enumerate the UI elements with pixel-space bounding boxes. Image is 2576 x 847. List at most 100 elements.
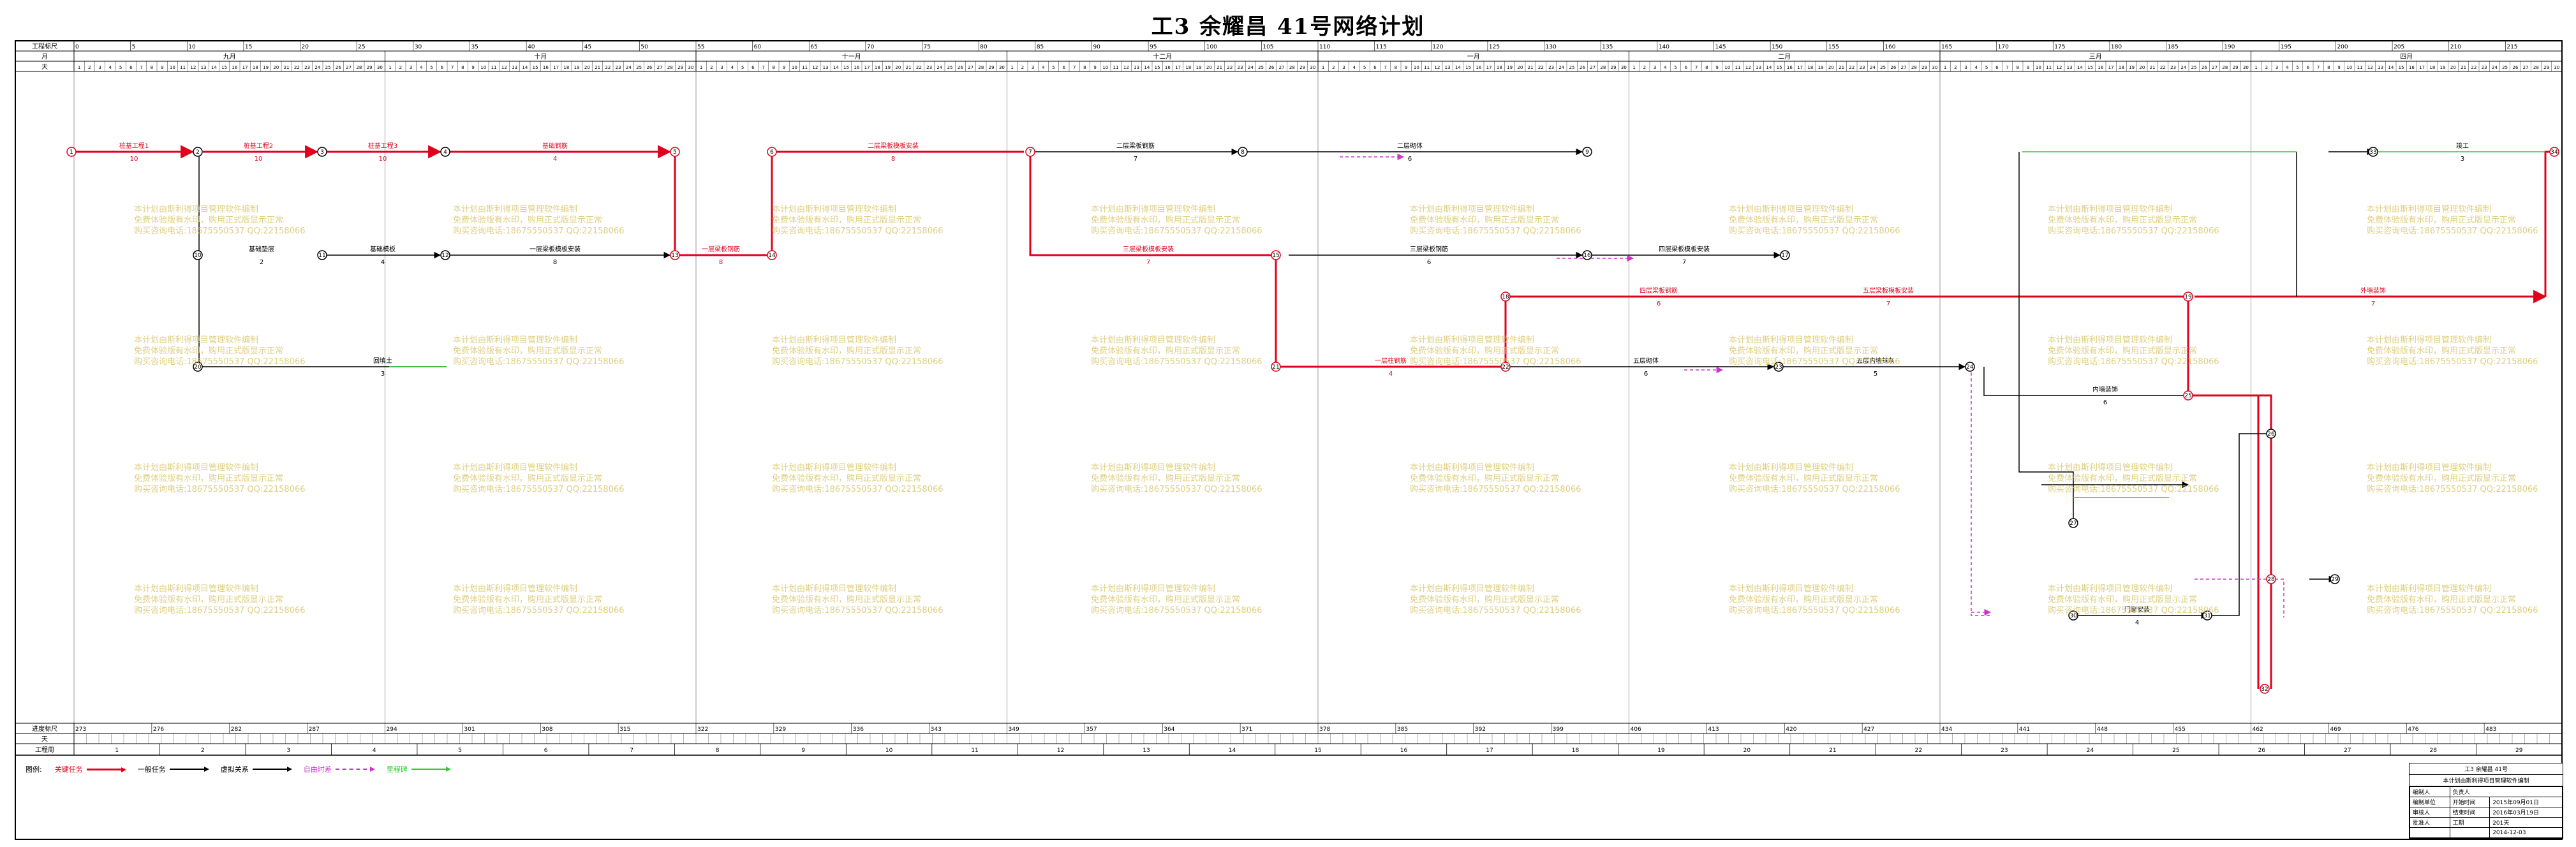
day-label: 8 (773, 65, 775, 70)
day-label: 2 (710, 65, 713, 70)
day-label: 20 (1206, 65, 1212, 70)
bottom-tick-label: 329 (775, 726, 786, 733)
day-label: 29 (1611, 65, 1617, 70)
bottom-tick-label: 301 (464, 726, 475, 733)
week-label: 20 (1743, 748, 1751, 754)
day-label: 13 (2378, 65, 2383, 70)
scale-tick-label: 155 (1828, 44, 1839, 50)
month-label: 一月 (1467, 53, 1480, 61)
task-15-name: 四层梁板模板安装 (1659, 245, 1710, 253)
week-label: 12 (1057, 748, 1064, 754)
bottom-tick-label: 406 (1631, 726, 1641, 733)
day-label: 8 (1705, 65, 1708, 70)
day-label: 3 (1654, 65, 1656, 70)
legend-note: 里程碑 (387, 764, 451, 774)
day-label: 28 (978, 65, 984, 70)
legend: 图例: 关键任务 一般任务 虚拟关系 自由时差 里程碑 (26, 764, 451, 774)
scale-tick-label: 20 (302, 44, 309, 50)
scale-tick-label: 135 (1602, 44, 1613, 50)
node-34-label: 34 (2550, 149, 2558, 156)
day-label: 12 (1123, 65, 1129, 70)
legend-normal: 一般任务 (138, 764, 209, 774)
day-label: 11 (1424, 65, 1430, 70)
day-label: 22 (2160, 65, 2166, 70)
day-label: 7 (2317, 65, 2320, 70)
day-label: 10 (1102, 65, 1108, 70)
day-label: 22 (1227, 65, 1232, 70)
task-9-name: 一层梁板钢筋 (702, 245, 740, 253)
task-7-dur: 4 (1389, 371, 1393, 378)
node-1 (66, 147, 77, 157)
node-32 (2260, 684, 2270, 694)
day-label: 9 (2027, 65, 2029, 70)
day-label: 10 (1414, 65, 1419, 70)
day-label: 30 (999, 65, 1005, 70)
node-19 (2183, 291, 2193, 302)
node-4 (440, 147, 450, 157)
day-label: 29 (989, 65, 995, 70)
day-label: 16 (1787, 65, 1793, 70)
task-2-name: 桩基工程2 (244, 142, 273, 150)
day-label: 1 (1944, 65, 1946, 70)
scale-tick-label: 115 (1376, 44, 1387, 50)
legend-float-text: 自由时差 (303, 765, 332, 774)
node-24 (1965, 362, 1975, 372)
scale-tick-label: 100 (1206, 44, 1217, 50)
nodes: 1 2 3 4 5 6 7 8 9 10 11 12 13 14 15 16 1… (66, 147, 2559, 694)
week-label: 11 (971, 748, 978, 754)
node-8 (1238, 147, 1248, 157)
day-label: 11 (2357, 65, 2363, 70)
day-label: 11 (802, 65, 808, 70)
node-13-label: 13 (671, 253, 678, 259)
legend-normal-line (169, 767, 209, 772)
bottom-tick-label: 413 (1708, 726, 1719, 733)
day-label: 28 (356, 65, 362, 70)
scale-tick-label: 85 (1037, 44, 1044, 50)
header-label-month: 月 (41, 53, 48, 61)
day-label: 16 (854, 65, 859, 70)
day-label: 19 (885, 65, 891, 70)
tb-cell: 201天 (2489, 817, 2563, 828)
day-label: 8 (1395, 65, 1397, 70)
day-label: 28 (2533, 65, 2539, 70)
day-label: 24 (626, 65, 632, 70)
tb-cell: 负责人 (2449, 786, 2563, 797)
scale-tick-label: 10 (188, 44, 196, 50)
scale-tick-label: 175 (2054, 44, 2065, 50)
week-label: 27 (2344, 748, 2351, 754)
day-label: 3 (410, 65, 412, 70)
day-label: 22 (294, 65, 300, 70)
day-label: 25 (2191, 65, 2197, 70)
legend-label: 图例: (26, 765, 42, 774)
day-label: 2 (1954, 65, 1957, 70)
bottom-tick-label: 273 (75, 726, 86, 733)
node-7 (1025, 147, 1035, 157)
day-label: 9 (783, 65, 785, 70)
tb-cell: 2016年03月19日 (2489, 807, 2563, 818)
day-label: 10 (2346, 65, 2352, 70)
node-10 (193, 250, 203, 260)
bottom-tick-label: 343 (931, 726, 942, 733)
day-label: 20 (2450, 65, 2456, 70)
task-1-name: 桩基工程1 (119, 142, 149, 150)
day-label: 20 (895, 65, 901, 70)
day-label: 15 (2399, 65, 2404, 70)
week-label: 7 (630, 748, 633, 754)
day-label: 24 (1870, 65, 1876, 70)
day-label: 22 (2471, 65, 2476, 70)
day-label: 25 (325, 65, 331, 70)
day-label: 20 (2139, 65, 2145, 70)
day-label: 17 (1797, 65, 1803, 70)
day-label: 29 (1921, 65, 1927, 70)
tb-cell: 审核人 (2409, 807, 2450, 818)
legend-float-line (335, 767, 375, 772)
day-label: 28 (2222, 65, 2228, 70)
day-label: 24 (1248, 65, 1254, 70)
day-label: 8 (2017, 65, 2019, 70)
day-label: 17 (864, 65, 870, 70)
legend-virtual-line (252, 767, 292, 772)
legend-note-line (411, 767, 451, 772)
day-label: 9 (2337, 65, 2340, 70)
month-label: 九月 (223, 53, 236, 61)
